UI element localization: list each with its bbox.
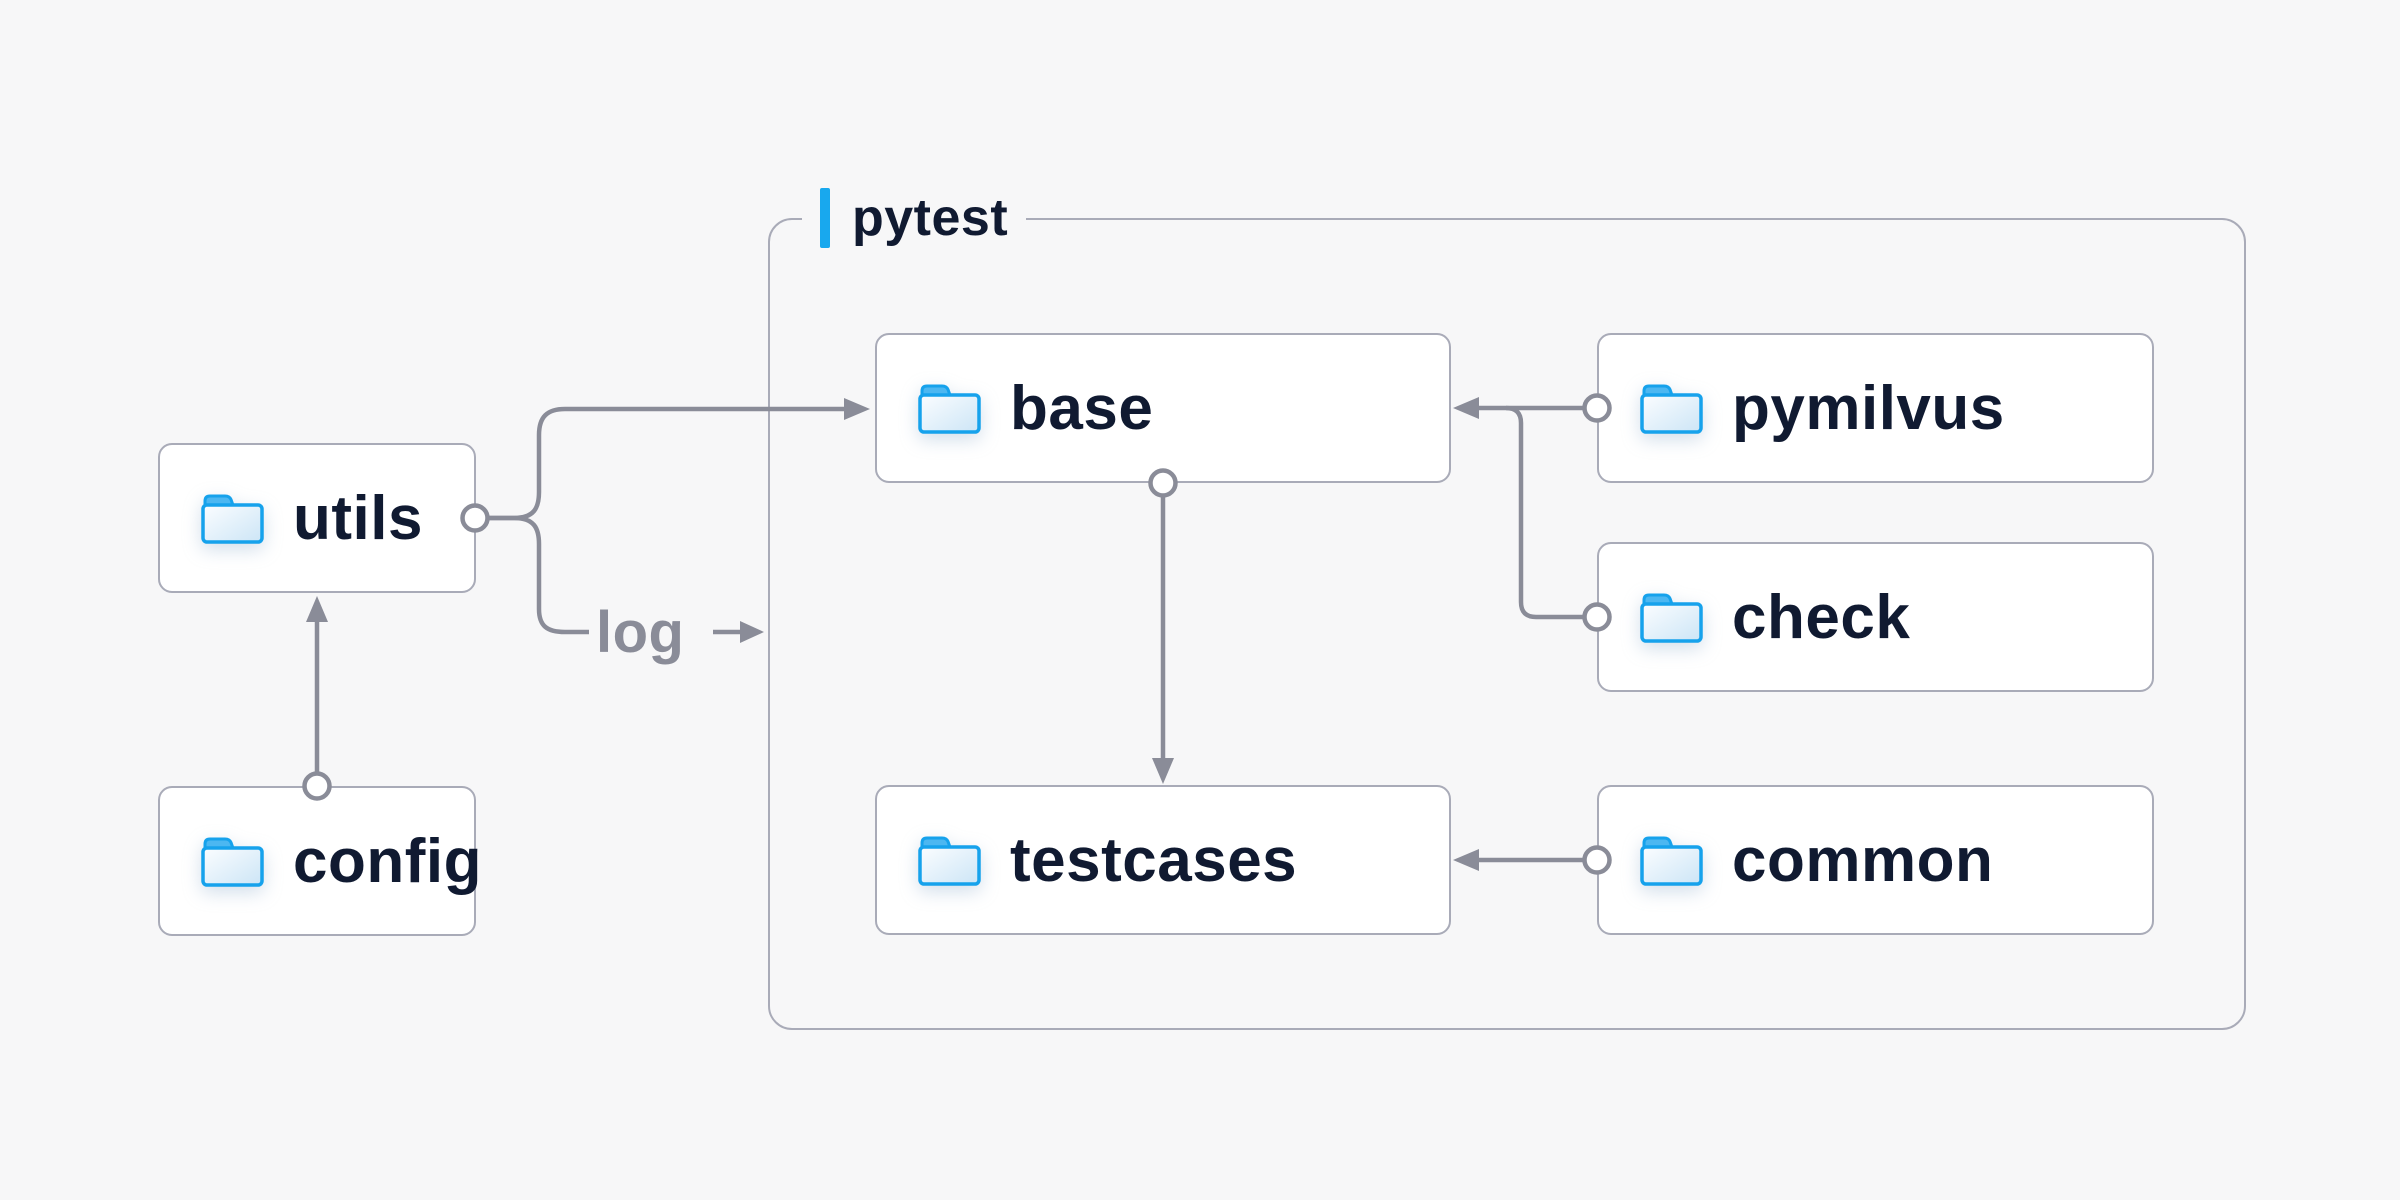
node-testcases: testcases [875,785,1451,935]
accent-bar [820,188,830,248]
node-utils: utils [158,443,476,593]
node-label: common [1732,825,1994,895]
node-label: check [1732,582,1911,652]
edge-label-log: log [596,599,685,665]
edge-utils-to-log [488,515,589,635]
node-common: common [1597,785,2154,935]
node-label: base [1010,373,1154,443]
edge-log-to-group [713,621,764,643]
pytest-group-label: pytest [802,184,1027,252]
folder-icon [1640,384,1703,434]
arrowhead-right [740,621,764,643]
node-label: config [293,826,482,896]
node-check: check [1597,542,2154,692]
pytest-group-container [768,218,2246,1030]
node-base: base [875,333,1451,483]
node-config: config [158,786,481,936]
edge-config-to-utils [302,596,332,801]
node-label: utils [293,483,423,553]
node-label: testcases [1010,825,1298,895]
arrowhead-up [306,596,328,622]
folder-icon [201,837,264,887]
folder-icon [1640,836,1703,886]
folder-icon [201,494,264,544]
folder-icon [918,836,981,886]
node-label: pymilvus [1732,373,2005,443]
node-pymilvus: pymilvus [1597,333,2154,483]
folder-icon [1640,593,1703,643]
folder-icon [918,384,981,434]
group-label-text: pytest [852,189,1009,247]
